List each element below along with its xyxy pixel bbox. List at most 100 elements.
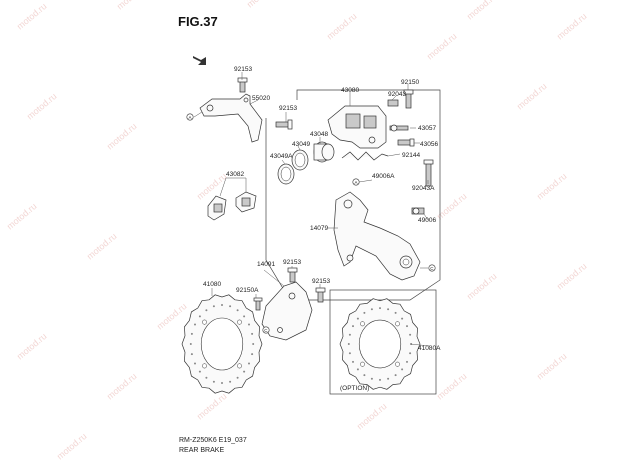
disc-bolt-hole (202, 319, 207, 325)
disc-bolt-hole (202, 363, 207, 369)
watermark-text: motod.ru (535, 351, 569, 381)
disc-vent-hole (406, 360, 408, 363)
disc-vent-hole (356, 368, 359, 371)
label-92153-low2: 92153 (312, 278, 330, 285)
svg-text:A: A (355, 180, 358, 185)
disc-vent-hole (190, 353, 193, 356)
watermark-text: motod.ru (25, 91, 59, 121)
disc-vent-hole (387, 377, 390, 380)
bolt-92153-mid (275, 119, 293, 130)
disc-vent-hole (401, 368, 404, 371)
disc-vent-hole (198, 315, 201, 318)
disc-bolt-hole (237, 363, 242, 369)
watermark-text: motod.ru (555, 261, 589, 291)
watermark-text: motod.ru (465, 0, 499, 22)
disc-vent-hole (236, 309, 239, 312)
bleeder-43056 (397, 138, 415, 147)
watermark-text: motod.ru (15, 331, 49, 361)
disc-vent-hole (248, 362, 250, 365)
disc-vent-hole (205, 376, 208, 379)
bolt-92153-low2 (315, 287, 326, 303)
svg-text:C: C (264, 328, 268, 333)
disc-vent-hole (394, 374, 397, 377)
disc-vent-hole (189, 343, 192, 345)
label-92150a: 92150A (236, 287, 259, 294)
disc-vent-hole (379, 378, 381, 381)
brake-disc-41080 (181, 294, 263, 394)
disc-vent-hole (243, 315, 246, 318)
marker-a-bracket: A (186, 113, 194, 121)
watermark-text: motod.ru (535, 171, 569, 201)
caliper-bracket-55020 (199, 93, 263, 143)
disc-vent-hole (205, 309, 208, 312)
disc-bolt-hole (395, 321, 400, 327)
label-92043a: 92043A (412, 185, 435, 192)
svg-text:A: A (189, 115, 192, 120)
disc-vent-hole (356, 317, 359, 320)
label-43057: 43057 (418, 125, 436, 132)
disc-vent-hole (243, 370, 246, 373)
label-49006a: 49006A (372, 173, 395, 180)
bolt-92150 (403, 89, 414, 109)
bolt-92043a (423, 159, 434, 187)
label-92153-mid: 92153 (279, 105, 297, 112)
label-49006: 49006 (418, 217, 436, 224)
footer-code: RM-Z250K6 E19_037 (179, 437, 247, 444)
cap-92043 (387, 99, 399, 107)
label-43080: 43080 (341, 87, 359, 94)
disc-vent-hole (212, 380, 215, 383)
bolt-49006 (411, 207, 425, 215)
marker-c-holder: C (428, 264, 436, 272)
disc-vent-hole (370, 308, 373, 311)
seal-43049 (291, 149, 309, 171)
label-55020: 55020 (252, 95, 270, 102)
disc-vent-hole (251, 353, 254, 356)
disc-vent-hole (221, 382, 223, 384)
label-41080: 41080 (203, 281, 221, 288)
disc-vent-hole (347, 343, 350, 345)
label-43049: 43049 (292, 141, 310, 148)
front-arrow-icon (193, 56, 206, 65)
disc-vent-hole (401, 317, 404, 320)
label-14091: 14091 (257, 261, 275, 268)
label-92150: 92150 (401, 79, 419, 86)
watermark-text: motod.ru (195, 391, 229, 421)
watermark-text: motod.ru (115, 0, 149, 12)
disc-vent-hole (248, 323, 250, 326)
label-14079: 14079 (310, 225, 328, 232)
option-box (329, 289, 437, 395)
watermark-text: motod.ru (355, 401, 389, 431)
disc-hub-opening (358, 319, 402, 369)
disc-vent-hole (394, 311, 397, 314)
watermark-text: motod.ru (435, 371, 469, 401)
screw-92150a (253, 297, 263, 311)
label-92043: 92043 (388, 91, 406, 98)
label-43056: 43056 (420, 141, 438, 148)
watermark-text: motod.ru (245, 0, 279, 10)
piston-43048 (313, 141, 335, 163)
pin-43057 (389, 124, 409, 132)
disc-vent-hole (221, 304, 223, 306)
disc-vent-hole (198, 370, 201, 373)
disc-bolt-hole (360, 361, 365, 367)
disc-vent-hole (194, 362, 196, 365)
disc-vent-hole (370, 377, 373, 380)
disc-vent-hole (409, 352, 412, 355)
watermark-text: motod.ru (465, 271, 499, 301)
label-41080a: 41080A (418, 345, 441, 352)
label-43048: 43048 (310, 131, 328, 138)
disc-bolt-hole (360, 321, 365, 327)
disc-guard-14091 (261, 281, 313, 341)
marker-a-caliper: A (352, 178, 360, 186)
disc-vent-hole (387, 308, 390, 311)
caliper-43080 (327, 105, 387, 149)
watermark-text: motod.ru (85, 231, 119, 261)
watermark-text: motod.ru (55, 431, 89, 461)
caliper-holder-14079 (333, 191, 421, 281)
watermark-text: motod.ru (325, 11, 359, 41)
disc-vent-hole (252, 343, 255, 345)
figure-title: FIG.37 (178, 14, 218, 29)
watermark-text: motod.ru (515, 81, 549, 111)
bolt-92153-top (237, 77, 248, 93)
